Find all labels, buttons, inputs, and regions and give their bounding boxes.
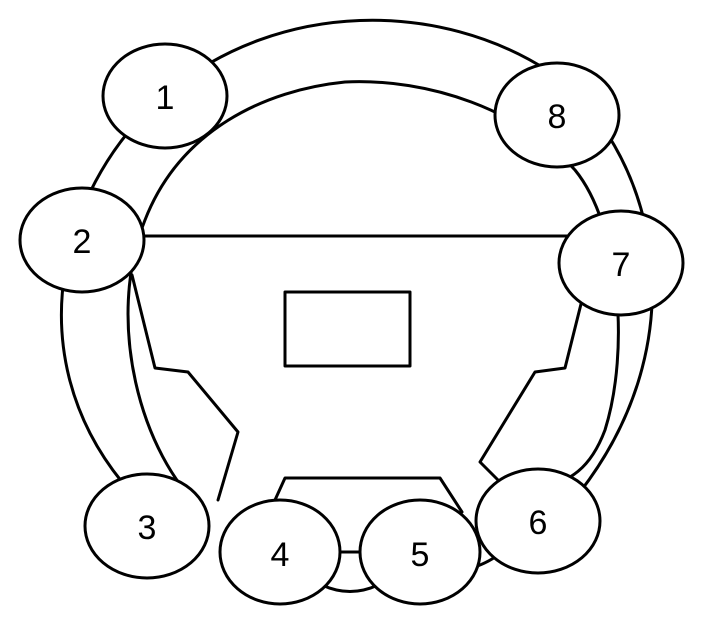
button-4-circle [218, 498, 342, 606]
button-8-label: 8 [548, 98, 567, 136]
button-2-label: 2 [73, 223, 92, 261]
button-4: 4 [218, 498, 342, 606]
button-6-circle [474, 467, 602, 575]
button-3: 3 [83, 472, 211, 580]
bottom-rim-segment [320, 583, 380, 593]
button-5: 5 [358, 498, 482, 606]
button-2-circle [18, 186, 146, 294]
button-6: 6 [474, 467, 602, 575]
button-2: 2 [18, 186, 146, 294]
button-5-label: 5 [411, 536, 430, 574]
button-1: 1 [101, 42, 229, 150]
button-7: 7 [557, 209, 685, 317]
button-5-circle [358, 498, 482, 606]
button-6-label: 6 [529, 504, 548, 542]
button-8-circle [493, 61, 621, 169]
button-7-circle [557, 209, 685, 317]
bottom-hub [273, 476, 464, 514]
button-1-circle [101, 42, 229, 150]
left-lower-spoke [130, 273, 240, 502]
button-8: 8 [493, 61, 621, 169]
center-display [283, 290, 412, 368]
button-3-label: 3 [138, 509, 157, 547]
button-3-circle [83, 472, 211, 580]
button-7-label: 7 [612, 246, 631, 284]
right-lower-spoke [478, 298, 584, 484]
wheel-rim-inner [126, 80, 620, 514]
button-4-label: 4 [271, 536, 290, 574]
button-1-label: 1 [156, 79, 175, 117]
